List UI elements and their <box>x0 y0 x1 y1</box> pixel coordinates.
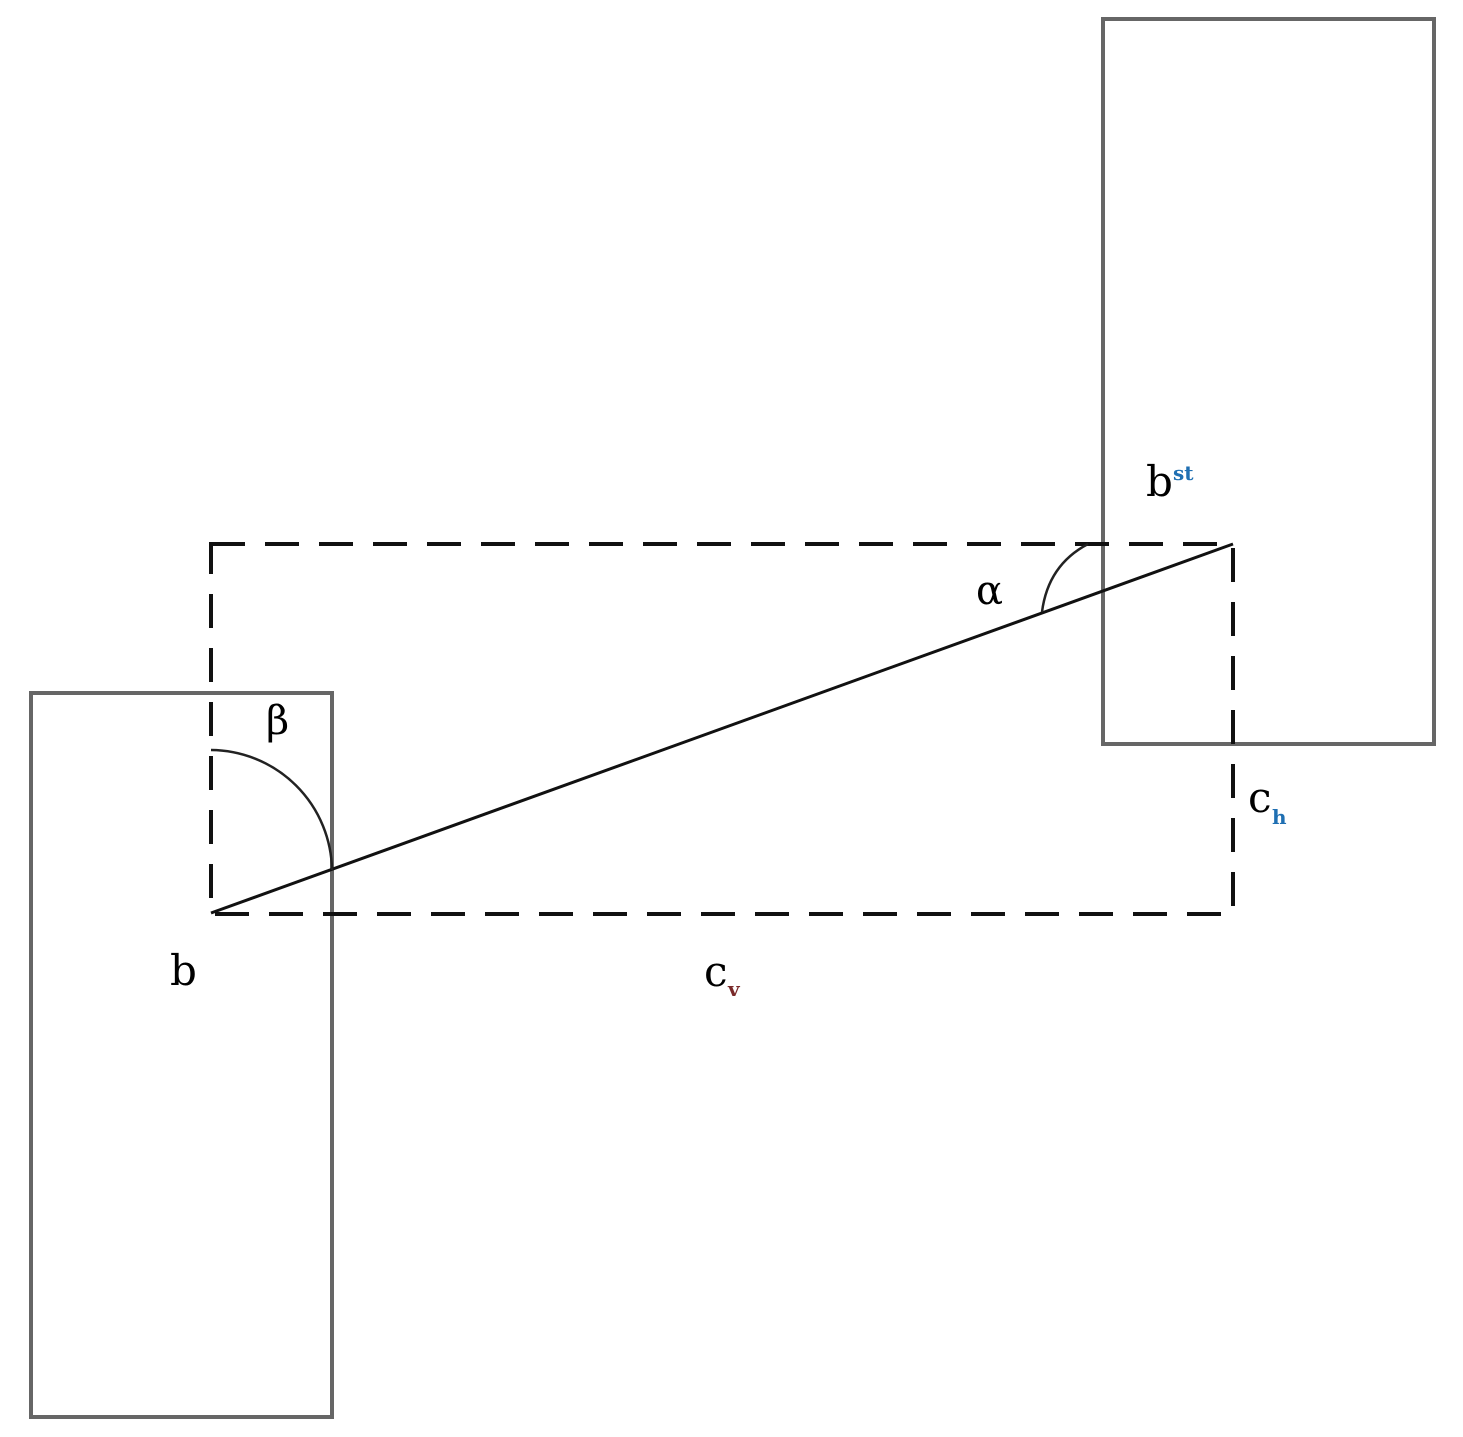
label-beta: β <box>266 698 289 744</box>
left-rectangle <box>29 691 334 1419</box>
diagonal-line <box>210 542 1234 915</box>
dashed-rectangle <box>209 542 1235 916</box>
label-b-st-superscript: st <box>1173 461 1194 485</box>
label-b-st: b <box>1146 457 1173 506</box>
label-b: b <box>170 946 197 995</box>
label-c-v: c <box>704 947 728 996</box>
right-rectangle <box>1101 17 1436 746</box>
alpha-arc <box>1040 542 1089 613</box>
label-alpha: α <box>976 568 1003 614</box>
beta-arc <box>210 748 334 871</box>
label-c-h: c <box>1248 773 1272 822</box>
label-c-v-subscript: v <box>727 977 741 1001</box>
label-c-h-subscript: h <box>1272 805 1287 829</box>
